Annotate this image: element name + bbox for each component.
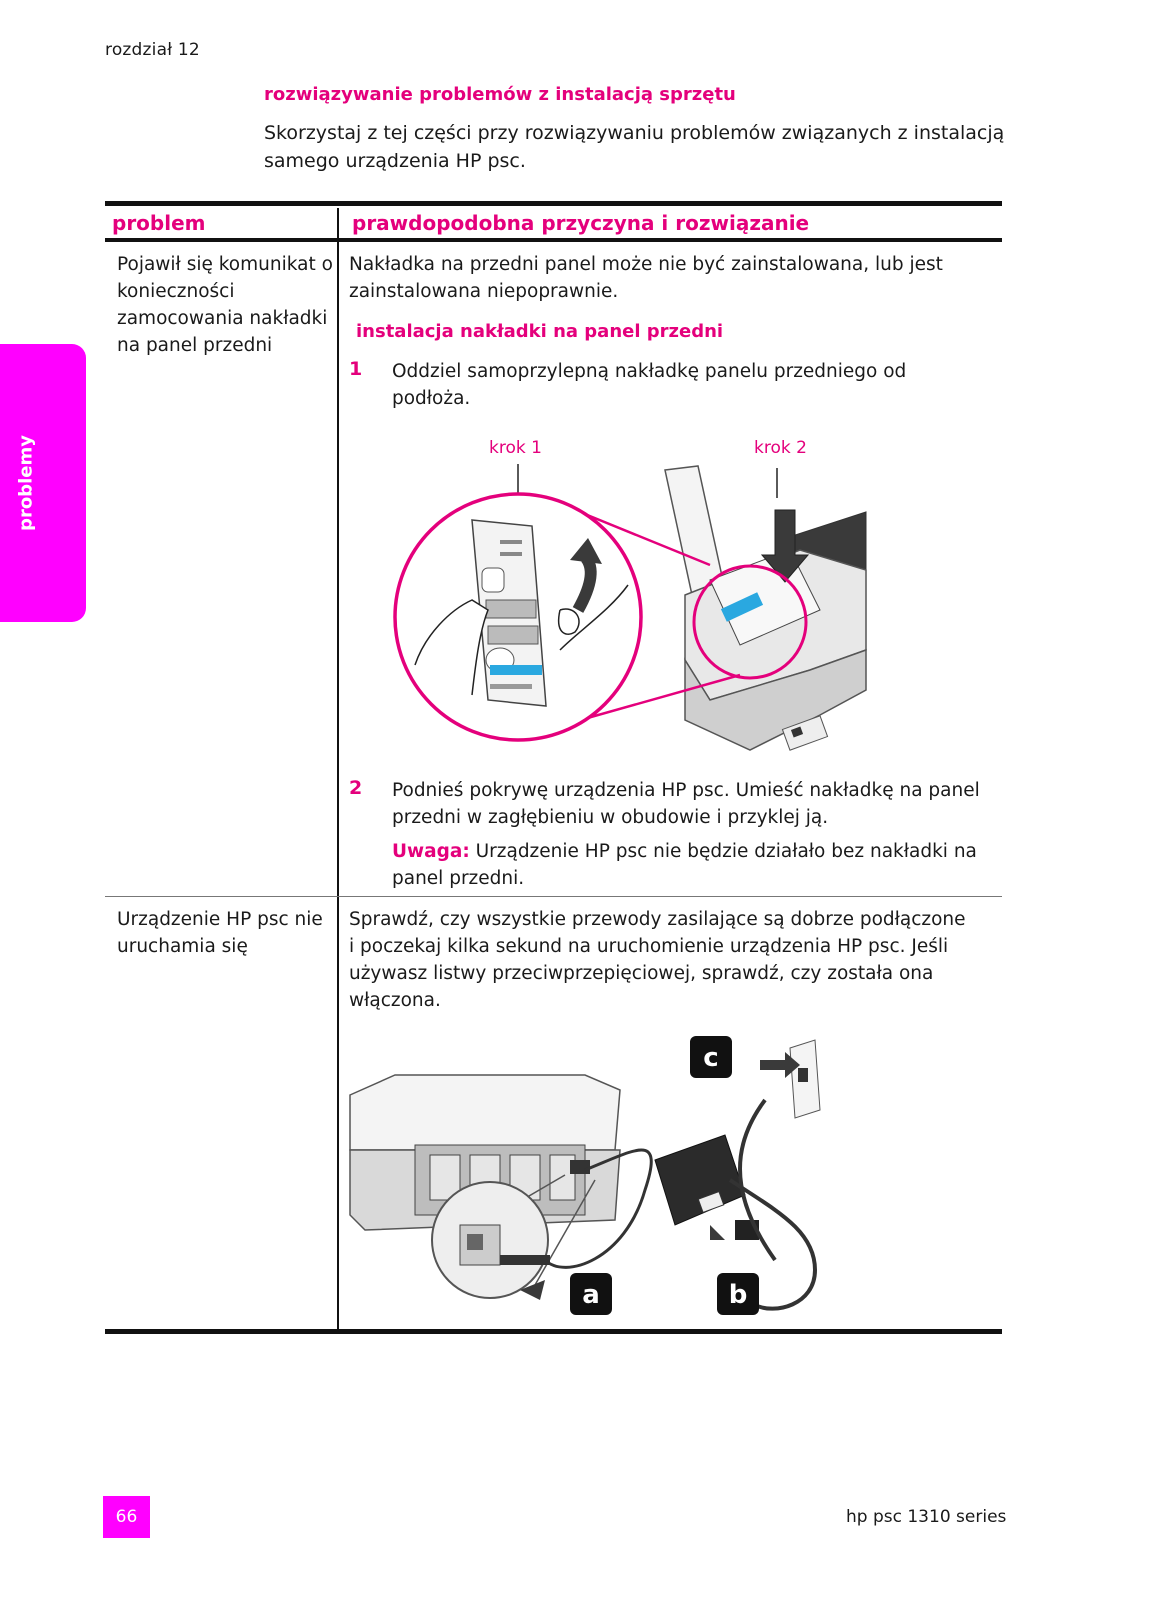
label-b-badge [717,1273,759,1315]
note-label: Uwaga: [392,841,470,862]
chapter-label: rozdział 12 [105,40,200,60]
footer-product: hp psc 1310 series [846,1507,1007,1527]
column-header-problem: problem [112,211,206,235]
page-number: 66 [103,1496,150,1538]
sub-heading: instalacja nakładki na panel przedni [356,321,724,342]
step-text-1: Oddziel samoprzylepną nakładkę panelu pr… [392,361,907,409]
problem-text-2: Urządzenie HP psc nie uruchamia się [117,909,323,957]
cause-text-2: Sprawdź, czy wszystkie przewody zasilają… [349,909,966,1011]
note-text: Urządzenie HP psc nie będzie działało be… [475,841,977,862]
cause-text-1: Nakładka na przedni panel może nie być z… [349,254,943,302]
section-title: rozwiązywanie problemów z instalacją spr… [264,84,736,105]
label-a-badge [570,1273,612,1315]
label-a: a [582,1280,600,1310]
step-text-2: Podnieś pokrywę urządzenia HP psc. Umieś… [392,780,980,828]
table-row-divider [105,896,1002,897]
label-b: b [729,1280,748,1310]
problem-text-1: Pojawił się komunikat o konieczności zam… [117,254,333,356]
label-c: c [703,1043,718,1073]
step-number-2: 2 [349,777,363,799]
note: Uwaga: Urządzenie HP psc nie będzie dzia… [392,841,977,889]
step-label-1: krok 1 [489,438,542,458]
table-top-rule [105,201,1002,206]
step-number-1: 1 [349,358,363,380]
power-connection-illustration: c a b [349,1036,821,1315]
side-tab-label: problemy [15,435,37,531]
intro-paragraph: Skorzystaj z tej części przy rozwiązywan… [264,122,1005,172]
overlay-install-illustration [393,464,867,751]
table-column-divider [337,208,339,1332]
side-tab: problemy [0,344,86,622]
table-header-rule [105,238,1002,242]
table-bottom-rule [105,1329,1002,1334]
label-c-badge [690,1036,732,1078]
step-label-2: krok 2 [754,438,807,458]
overlay-sheet [471,519,547,707]
column-header-cause: prawdopodobna przyczyna i rozwiązanie [352,211,810,235]
printer-with-lid-open [664,465,867,751]
